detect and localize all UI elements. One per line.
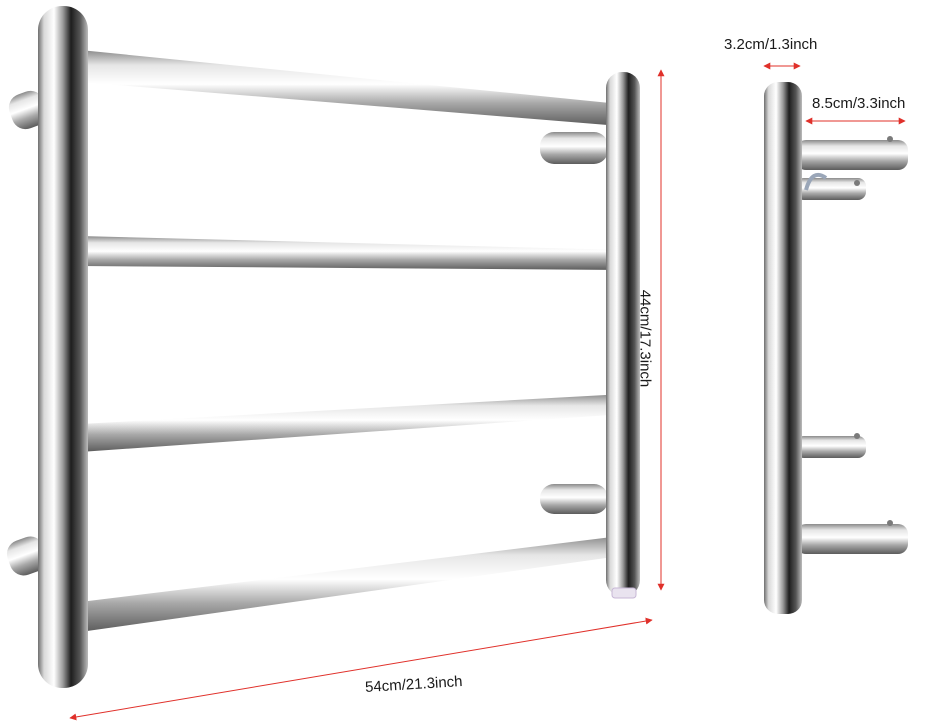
mount-bracket — [540, 484, 608, 514]
left-post — [38, 6, 88, 688]
height-dimension-label: 44cm/17.3inch — [636, 289, 654, 388]
power-cap — [611, 587, 637, 599]
towel-bar — [80, 536, 620, 632]
arm-screw — [887, 136, 893, 142]
width-dimension-line — [69, 617, 653, 721]
side-arm — [796, 178, 866, 200]
depth-dimension-label: 3.2cm/1.3inch — [724, 36, 818, 53]
towel-rail-side-view — [764, 82, 908, 614]
mount-bracket — [6, 536, 48, 576]
power-cable — [804, 173, 828, 191]
towel-rail-front-view — [6, 6, 640, 688]
mount-bracket — [540, 132, 608, 164]
towel-bar — [80, 236, 624, 270]
towel-bar — [80, 394, 624, 452]
side-post — [764, 82, 802, 614]
side-arm — [796, 524, 908, 554]
mount-bracket — [8, 90, 48, 130]
side-arm — [796, 436, 866, 458]
arm-screw — [854, 433, 860, 439]
arm-screw — [854, 180, 860, 186]
dimension-lines — [69, 62, 906, 721]
arm-screw — [887, 520, 893, 526]
towel-bar — [80, 50, 620, 126]
right-post — [606, 72, 640, 596]
offset-dimension-label: 8.5cm/3.3inch — [812, 95, 906, 112]
side-arm — [796, 140, 908, 170]
